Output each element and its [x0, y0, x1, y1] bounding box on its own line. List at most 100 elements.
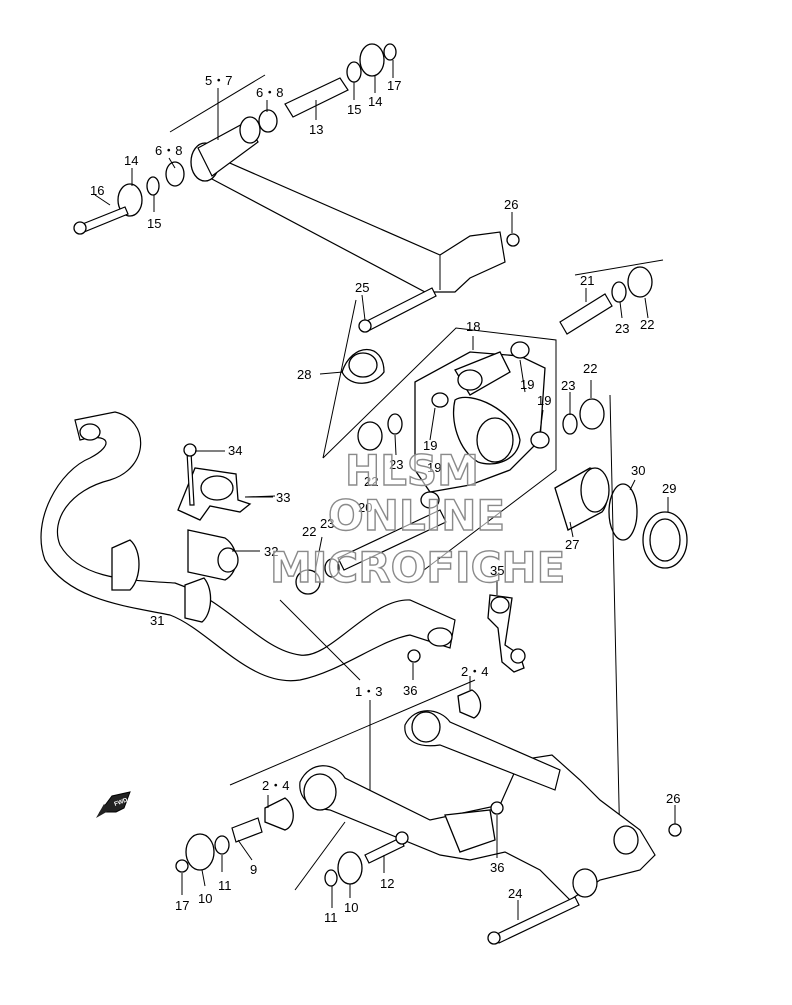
- stabilizer-group: [40, 411, 526, 682]
- fwd-label: FWD: [114, 797, 130, 808]
- washer-15-top: [346, 61, 362, 83]
- label-14-left: 14: [124, 153, 138, 168]
- label-18: 18: [466, 319, 480, 334]
- label-19-b: 19: [537, 393, 551, 408]
- bushing-22-c: [357, 421, 383, 451]
- label-17-top: 17: [387, 78, 401, 93]
- label-24: 24: [508, 886, 522, 901]
- bushing-6-8-left: [165, 161, 185, 187]
- label-19-c: 19: [423, 438, 437, 453]
- bolt-16: [79, 206, 129, 233]
- label-15-left: 15: [147, 216, 161, 231]
- bushing-2-4-left: [264, 797, 294, 831]
- label-20: 20: [358, 500, 372, 515]
- label-21: 21: [580, 273, 594, 288]
- knuckle-group: [295, 266, 688, 595]
- label-23-d: 23: [320, 516, 334, 531]
- label-1-3: 1・3: [355, 684, 382, 699]
- part-labels: 5・7 6・8 6・8 13 15 14 17 14 16 15 26 25 2…: [90, 73, 680, 925]
- label-28: 28: [297, 367, 311, 382]
- label-15-top: 15: [347, 102, 361, 117]
- label-32: 32: [264, 544, 278, 559]
- label-31: 31: [150, 613, 164, 628]
- leaders-stabilizer: [195, 450, 498, 681]
- washer-14-top: [359, 43, 385, 77]
- label-5-7: 5・7: [205, 73, 232, 88]
- nut-36-b: [490, 801, 504, 815]
- washer-11-left: [214, 835, 230, 855]
- label-11-bottom: 11: [324, 910, 338, 925]
- label-2-4-left: 2・4: [262, 778, 289, 793]
- label-27: 27: [565, 537, 579, 552]
- pin-21: [559, 293, 613, 335]
- bolt-25: [364, 287, 437, 331]
- label-2-4-top: 2・4: [461, 664, 488, 679]
- watermark-line-1: HLSM: [345, 446, 479, 495]
- watermark-line-3: MICROFICHE: [270, 543, 565, 592]
- label-19-d: 19: [427, 460, 441, 475]
- label-23-c: 23: [561, 378, 575, 393]
- pin-13: [284, 77, 349, 118]
- label-10-bottom: 10: [344, 900, 358, 915]
- bushing-2-4-top: [457, 689, 482, 719]
- label-26-top: 26: [504, 197, 518, 212]
- label-34: 34: [228, 443, 242, 458]
- nut-17-top: [383, 43, 397, 61]
- label-11-left: 11: [218, 878, 232, 893]
- washer-15-left: [146, 176, 160, 196]
- forward-direction-badge: FWD: [96, 791, 131, 818]
- label-12: 12: [380, 876, 394, 891]
- label-23-a: 23: [615, 321, 629, 336]
- label-22-d: 22: [302, 524, 316, 539]
- lower-arm-group: [175, 689, 682, 945]
- nut-26-top: [506, 233, 520, 247]
- label-22-b: 22: [583, 361, 597, 376]
- washer-11-bottom: [324, 869, 338, 887]
- label-6-8-right: 6・8: [256, 85, 283, 100]
- label-16: 16: [90, 183, 104, 198]
- label-17-bottom: 17: [175, 898, 189, 913]
- pin-9: [231, 817, 263, 843]
- stabilizer-bar-31: [40, 411, 456, 682]
- washer-23-a: [611, 281, 627, 303]
- bolt-12: [364, 837, 405, 864]
- label-33: 33: [276, 490, 290, 505]
- leaders-lower: [181, 676, 676, 920]
- pin-20: [337, 509, 447, 571]
- label-10-left: 10: [198, 891, 212, 906]
- upper-rod-group: [73, 43, 520, 333]
- bushing-22-b: [579, 398, 605, 430]
- leaders-top: [94, 60, 513, 321]
- label-30: 30: [631, 463, 645, 478]
- washer-23-c: [387, 413, 403, 435]
- snap-ring-30: [608, 483, 638, 541]
- watermark-line-2: ONLINE: [328, 491, 505, 540]
- washer-23-d: [324, 558, 340, 578]
- label-13: 13: [309, 122, 323, 137]
- nut-17-bottom: [175, 859, 189, 873]
- label-25: 25: [355, 280, 369, 295]
- upper-rod-arm: [198, 148, 506, 293]
- label-9: 9: [250, 862, 257, 877]
- nut-26-bottom: [668, 823, 682, 837]
- label-22-c: 22: [364, 474, 378, 489]
- bolt-24: [494, 896, 580, 944]
- label-36-a: 36: [403, 683, 417, 698]
- label-35: 35: [490, 563, 504, 578]
- label-19-a: 19: [520, 377, 534, 392]
- washer-10-left: [185, 833, 215, 871]
- label-29: 29: [662, 481, 676, 496]
- label-26-bottom: 26: [666, 791, 680, 806]
- bushing-22-a: [627, 266, 653, 298]
- watermark: HLSM ONLINE MICROFICHE: [269, 445, 566, 592]
- bushing-22-d: [295, 569, 321, 595]
- label-36-b: 36: [490, 860, 504, 875]
- label-14-top: 14: [368, 94, 382, 109]
- washer-23-b: [562, 413, 578, 435]
- label-6-8-left: 6・8: [155, 143, 182, 158]
- label-22-a: 22: [640, 317, 654, 332]
- bushing-6-8-right: [258, 109, 278, 133]
- label-23-b: 23: [389, 457, 403, 472]
